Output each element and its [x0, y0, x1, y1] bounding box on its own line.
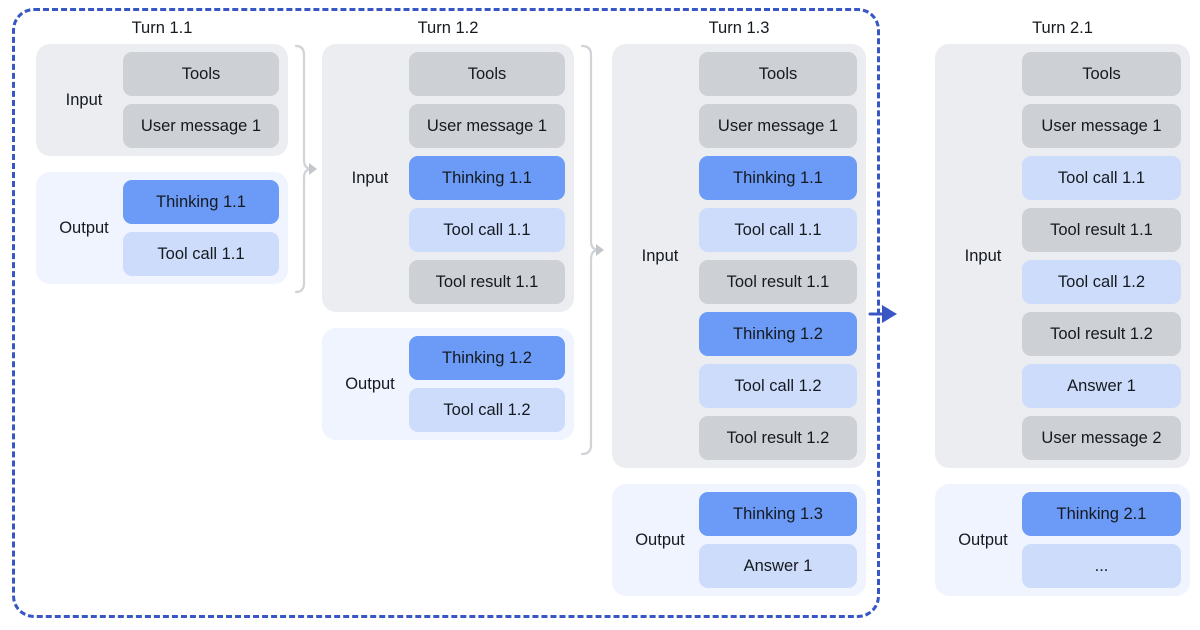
block-user-message-1[interactable]: User message 1 — [699, 104, 857, 148]
connector-turn11-to-turn12 — [288, 44, 324, 294]
block-thinking-1-1[interactable]: Thinking 1.1 — [699, 156, 857, 200]
output-label: Output — [958, 531, 1008, 549]
block-tool-call-1-2[interactable]: Tool call 1.2 — [1022, 260, 1181, 304]
output-group: Output Thinking 1.3 Answer 1 — [612, 484, 866, 596]
output-group: Output Thinking 2.1 ... — [935, 484, 1190, 596]
turn-title: Turn 1.1 — [131, 19, 193, 37]
output-block-list: Thinking 1.3 Answer 1 — [699, 492, 857, 588]
input-block-list: Tools User message 1 Thinking 1.1 Tool c… — [409, 52, 565, 304]
output-group: Output Thinking 1.2 Tool call 1.2 — [322, 328, 574, 440]
block-tool-call-1-1[interactable]: Tool call 1.1 — [1022, 156, 1181, 200]
block-tool-result-1-1[interactable]: Tool result 1.1 — [1022, 208, 1181, 252]
block-tools[interactable]: Tools — [699, 52, 857, 96]
input-block-list: Tools User message 1 Tool call 1.1 Tool … — [1022, 52, 1181, 460]
block-thinking-1-1[interactable]: Thinking 1.1 — [409, 156, 565, 200]
block-user-message-1[interactable]: User message 1 — [123, 104, 279, 148]
input-label: Input — [65, 91, 103, 109]
input-label: Input — [351, 169, 389, 187]
output-block-list: Thinking 1.2 Tool call 1.2 — [409, 336, 565, 432]
input-group: Input Tools User message 1 — [36, 44, 288, 156]
turn-title: Turn 1.3 — [708, 19, 770, 37]
block-tools[interactable]: Tools — [1022, 52, 1181, 96]
block-tool-call-1-1[interactable]: Tool call 1.1 — [699, 208, 857, 252]
block-thinking-2-1[interactable]: Thinking 2.1 — [1022, 492, 1181, 536]
block-thinking-1-2[interactable]: Thinking 1.2 — [409, 336, 565, 380]
connector-turn12-to-turn13 — [574, 44, 612, 456]
output-label: Output — [345, 375, 395, 393]
block-answer-1[interactable]: Answer 1 — [699, 544, 857, 588]
output-group: Output Thinking 1.1 Tool call 1.1 — [36, 172, 288, 284]
block-tool-result-1-2[interactable]: Tool result 1.2 — [1022, 312, 1181, 356]
block-tools[interactable]: Tools — [123, 52, 279, 96]
block-tool-call-1-2[interactable]: Tool call 1.2 — [699, 364, 857, 408]
output-block-list: Thinking 1.1 Tool call 1.1 — [123, 180, 279, 276]
block-tool-call-1-1[interactable]: Tool call 1.1 — [409, 208, 565, 252]
input-group: Input Tools User message 1 Thinking 1.1 … — [612, 44, 866, 468]
input-group: Input Tools User message 1 Thinking 1.1 … — [322, 44, 574, 312]
block-tool-result-1-2[interactable]: Tool result 1.2 — [699, 416, 857, 460]
block-tool-call-1-1[interactable]: Tool call 1.1 — [123, 232, 279, 276]
turn-column-2: Turn 1.2 Input Tools User message 1 Thin… — [322, 18, 574, 440]
block-tool-call-1-2[interactable]: Tool call 1.2 — [409, 388, 565, 432]
turn-title: Turn 1.2 — [417, 19, 479, 37]
block-user-message-1[interactable]: User message 1 — [1022, 104, 1181, 148]
block-thinking-1-2[interactable]: Thinking 1.2 — [699, 312, 857, 356]
block-tools[interactable]: Tools — [409, 52, 565, 96]
input-block-list: Tools User message 1 Thinking 1.1 Tool c… — [699, 52, 857, 460]
input-group: Input Tools User message 1 Tool call 1.1… — [935, 44, 1190, 468]
block-ellipsis[interactable]: ... — [1022, 544, 1181, 588]
block-user-message-2[interactable]: User message 2 — [1022, 416, 1181, 460]
turn-column-4: Turn 2.1 Input Tools User message 1 Tool… — [935, 18, 1190, 596]
block-tool-result-1-1[interactable]: Tool result 1.1 — [699, 260, 857, 304]
output-label: Output — [59, 219, 109, 237]
block-thinking-1-3[interactable]: Thinking 1.3 — [699, 492, 857, 536]
input-label: Input — [641, 247, 679, 265]
output-label: Output — [635, 531, 685, 549]
output-block-list: Thinking 2.1 ... — [1022, 492, 1181, 588]
input-label: Input — [964, 247, 1002, 265]
turn-title: Turn 2.1 — [1032, 19, 1093, 37]
input-block-list: Tools User message 1 — [123, 52, 279, 148]
block-thinking-1-1[interactable]: Thinking 1.1 — [123, 180, 279, 224]
turn-column-3: Turn 1.3 Input Tools User message 1 Thin… — [612, 18, 866, 596]
connector-turn13-to-turn21-arrow-icon — [866, 300, 900, 328]
turn-column-1: Turn 1.1 Input Tools User message 1 Outp… — [36, 18, 288, 284]
block-user-message-1[interactable]: User message 1 — [409, 104, 565, 148]
block-tool-result-1-1[interactable]: Tool result 1.1 — [409, 260, 565, 304]
block-answer-1[interactable]: Answer 1 — [1022, 364, 1181, 408]
